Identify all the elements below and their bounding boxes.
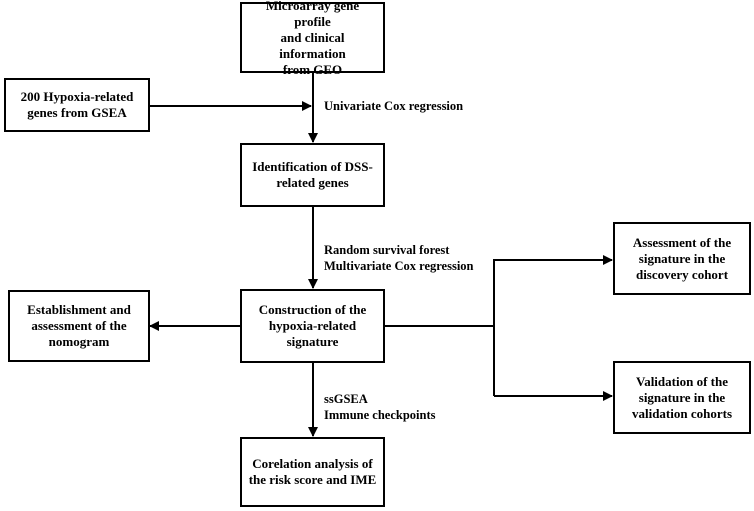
edge-label-ssgsea: ssGSEA Immune checkpoints xyxy=(324,392,436,422)
node-validation: Validation of the signature in the valid… xyxy=(613,361,751,434)
node-nomogram-label: Establishment and assessment of the nomo… xyxy=(27,302,131,349)
node-gsea-label: 200 Hypoxia-related genes from GSEA xyxy=(20,89,134,120)
node-nomogram: Establishment and assessment of the nomo… xyxy=(8,290,150,362)
node-dss-label: Identification of DSS- related genes xyxy=(252,159,373,190)
edge-label-univariate: Univariate Cox regression xyxy=(324,99,464,113)
node-assessment-label: Assessment of the signature in the disco… xyxy=(632,234,732,282)
node-construction-label: Construction of the hypoxia-related sign… xyxy=(258,302,367,349)
edge-label-rsf: Random survival forest Multivariate Cox … xyxy=(324,243,474,273)
node-correlation: Corelation analysis of the risk score an… xyxy=(240,437,385,507)
node-gsea: 200 Hypoxia-related genes from GSEA xyxy=(4,78,150,132)
node-assessment: Assessment of the signature in the disco… xyxy=(613,222,751,295)
node-correlation-label: Corelation analysis of the risk score an… xyxy=(248,456,377,487)
node-dss: Identification of DSS- related genes xyxy=(240,143,385,207)
node-construction: Construction of the hypoxia-related sign… xyxy=(240,289,385,363)
node-validation-label: Validation of the signature in the valid… xyxy=(631,373,733,421)
node-geo-label: Microarray gene profile and clinical inf… xyxy=(265,0,360,77)
node-geo: Microarray gene profile and clinical inf… xyxy=(240,0,385,77)
